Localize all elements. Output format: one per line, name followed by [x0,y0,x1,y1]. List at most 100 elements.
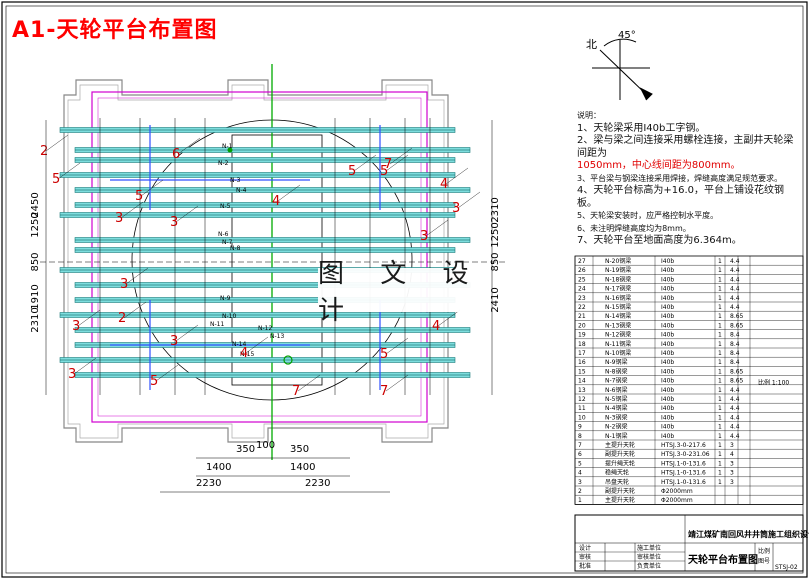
callout-number: 5 [52,172,60,187]
bom-row-weight: 4.4 [730,414,740,421]
leader-line [425,219,449,237]
bom-row-number: 27 [578,258,586,265]
callout-number: 7 [384,157,392,172]
bom-row-weight: 4.4 [730,276,740,283]
bom-row-qty: 1 [718,479,722,486]
leader-line [437,309,461,327]
bom-row-weight: 4.4 [730,424,740,431]
watermark: 图 文 设 计 [318,259,490,326]
callout-number: 6 [172,147,180,162]
bottom-dimension-label: 100 [256,440,275,451]
role-label: 批准 [579,562,591,570]
left-dimension-label: 850 [30,252,41,271]
bom-row-name: N-5钢梁 [605,395,627,403]
bom-row-number: 11 [578,405,586,412]
bom-row-qty: 1 [718,460,722,467]
leader-line [245,336,269,354]
bom-row-spec: I40b [661,359,674,366]
callout-number: 7 [380,384,388,399]
bom-row-spec: HTSJ.1-0-131.6 [661,479,706,486]
bom-row-spec: I40b [661,396,674,403]
bom-row-number: 2 [578,488,582,495]
north-arrow-symbol [592,38,653,101]
bom-row-number: 26 [578,267,586,274]
bom-row-name: 副提升天轮 [605,487,635,495]
callout-number: 2 [40,144,48,159]
bom-row-name: N-6钢梁 [605,386,627,394]
bom-row-spec: Φ2000mm [661,497,693,504]
bom-row-number: 8 [578,433,582,440]
bom-row-number: 25 [578,276,586,283]
bom-row-number: 7 [578,442,582,449]
leader-line [175,324,199,342]
beam-label: N-6 [218,231,229,238]
bom-row-weight: 8.65 [730,322,744,329]
right-dimension-label: 850 [490,252,501,271]
bom-row-qty: 1 [718,396,722,403]
bom-row-weight: 8.4 [730,359,740,366]
platform-frame [91,91,428,423]
company-name: 靖江煤矿南回风井井筒施工组织设计 [688,529,809,539]
right-dimension-label: 2310 [490,197,501,222]
bom-row-weight: 4.4 [730,433,740,440]
bom-row-weight: 3 [730,442,734,449]
callout-number: 3 [452,201,460,216]
bom-row-name: N-14钢梁 [605,312,631,320]
bom-row-qty: 1 [718,424,722,431]
bom-row-name: N-16钢梁 [605,294,631,302]
callout-number: 4 [432,319,440,334]
bom-row-name: N-9钢梁 [605,358,627,366]
leader-line [73,357,97,375]
note-line: 5、天轮梁安装时，应严格控制水平度。 [577,211,719,220]
bom-row-number: 1 [578,497,582,504]
beam-label: N-12 [258,325,272,332]
beam-label: N-5 [220,203,231,210]
bom-row-weight: 8.4 [730,332,740,339]
bom-row-number: 18 [578,341,586,348]
note-line: 1、天轮梁采用I40b工字钢。 [577,122,706,134]
beam-label-group: N-1N-2N-3N-4N-5N-6N-7N-8N-9N-10N-11N-12N… [210,143,284,358]
bom-row-weight: 4.4 [730,396,740,403]
bom-row-spec: I40b [661,387,674,394]
role-label: 施工单位 [637,544,661,552]
bom-row-qty: 1 [718,368,722,375]
bom-row-qty: 1 [718,332,722,339]
callout-number: 3 [68,367,76,382]
bottom-dimension-label: 350 [236,444,255,455]
sheet-label: 图号 [758,558,770,565]
beam-label: N-13 [270,333,284,340]
bom-row-name: N-3钢梁 [605,413,627,421]
beam-label: N-3 [230,177,241,184]
bom-row-spec: I40b [661,313,674,320]
bom-row-number: 17 [578,350,586,357]
bom-row-spec: I40b [661,414,674,421]
bom-side-note: 比例 1:100 [758,378,789,386]
center-core [231,134,323,386]
bom-row-weight: 3 [730,479,734,486]
bom-row-spec: HTSJ.3-0-217.6 [661,442,706,449]
leader-line [123,301,147,319]
bom-row-name: N-4钢梁 [605,404,627,412]
beam-label: N-8 [230,245,241,252]
bom-row-number: 20 [578,322,586,329]
leader-line [57,162,81,180]
bom-row-name: 主提升天轮 [605,441,635,449]
bom-row-spec: I40b [661,295,674,302]
bottom-dimension-label: 350 [290,444,309,455]
bom-row-name: 稳绳天轮 [605,469,629,477]
bom-row-weight: 4.4 [730,286,740,293]
role-label: 审核 [579,553,591,561]
bom-row-name: N-20钢梁 [605,257,631,265]
left-dimension-label: 2450 [30,192,41,217]
bom-row-name: N-18钢梁 [605,275,631,283]
callout-number: 3 [120,277,128,292]
bom-row-spec: I40b [661,304,674,311]
bom-row-number: 4 [578,470,582,477]
bom-row-weight: 4.4 [730,405,740,412]
beam-label: N-11 [210,321,224,328]
bom-row-qty: 1 [718,442,722,449]
right-dimension-label: 2410 [490,287,501,312]
